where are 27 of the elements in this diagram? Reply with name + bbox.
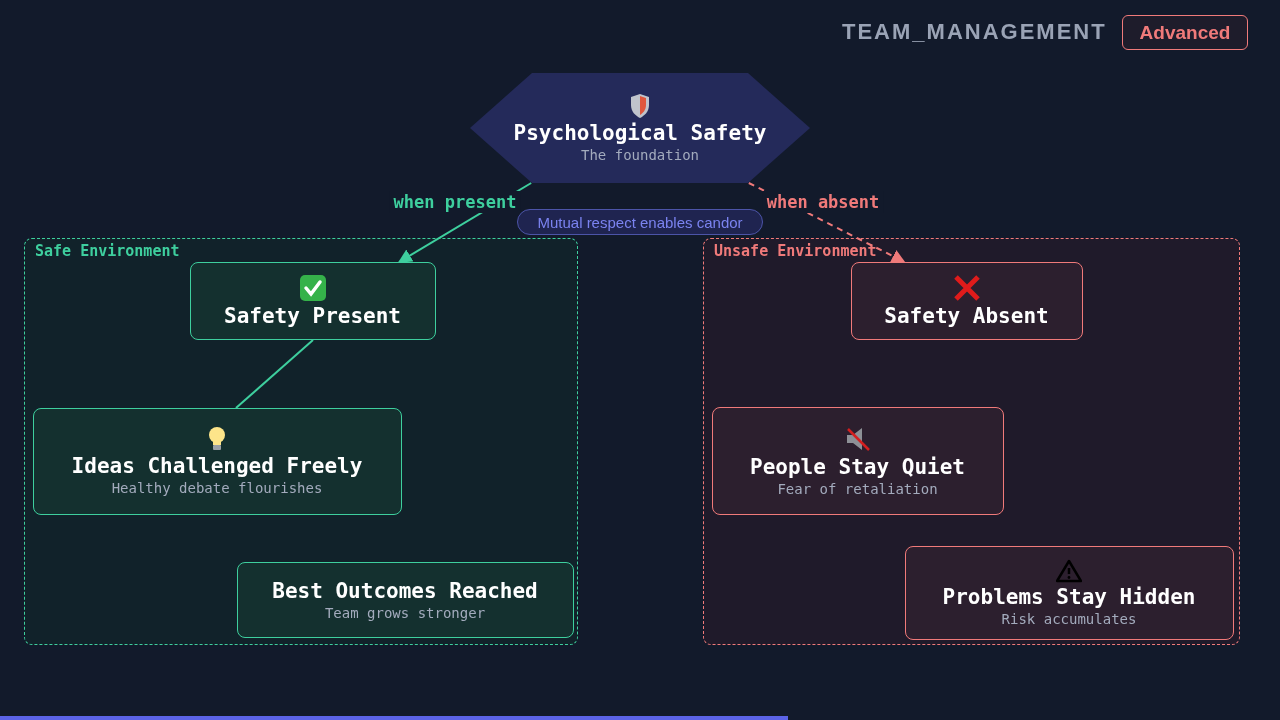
process-box — [904, 545, 1234, 640]
group-panel — [703, 238, 1240, 645]
process-box — [189, 261, 436, 340]
node-subtitle: Risk accumulates — [1001, 610, 1137, 627]
node-subtitle: Fear of retaliation — [777, 480, 938, 497]
node-subtitle: Team grows stronger — [324, 604, 486, 621]
process-box — [850, 261, 1083, 340]
group-title: Unsafe Environment — [714, 242, 877, 260]
node-title: Problems Stay Hidden — [942, 584, 1196, 609]
connector-line — [234, 339, 314, 409]
group-panel — [24, 238, 578, 645]
note-pill: Mutual respect enables candor — [517, 209, 763, 235]
node-title: Ideas Challenged Freely — [71, 454, 363, 478]
node-title: Safety Present — [224, 303, 401, 328]
hexagon-node — [470, 73, 810, 183]
level-badge: Advanced — [1122, 15, 1248, 50]
node-title: Safety Absent — [884, 303, 1049, 328]
process-box — [32, 407, 402, 515]
node-subtitle: Healthy debate flourishes — [111, 480, 323, 496]
node-title: Psychological Safety — [513, 121, 767, 145]
node-title: Best Outcomes Reached — [272, 578, 538, 603]
node-title: People Stay Quiet — [750, 454, 965, 479]
process-box — [711, 406, 1004, 515]
topic-label: TEAM_MANAGEMENT — [842, 19, 1107, 45]
process-box — [236, 561, 574, 638]
group-title: Safe Environment — [35, 242, 180, 260]
node-subtitle: The foundation — [581, 147, 699, 163]
